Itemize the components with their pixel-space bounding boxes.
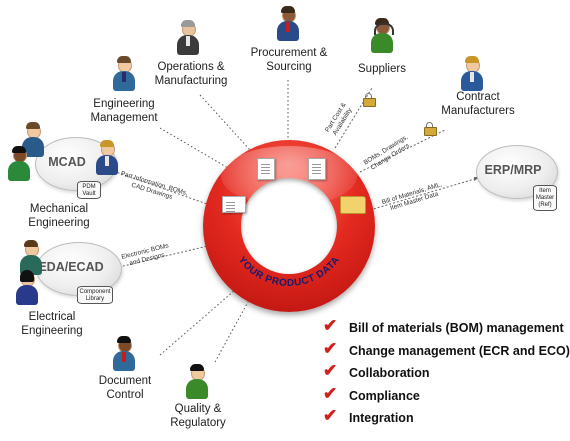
operations-label: Operations & Manufacturing [154,61,228,87]
checklist-item-label: Change management (ECR and ECO) [349,343,570,358]
checklist-item: ✔ Collaboration [323,361,570,388]
checklist-item: ✔ Compliance [323,383,570,411]
center-label-text: YOUR PRODUCT DATA [236,255,342,289]
person-icon [96,140,118,176]
flow-line-erp [369,177,479,211]
flow-line-mcad [109,169,211,206]
connector-document-control [159,289,236,356]
checklist-item-label: Collaboration [349,366,430,380]
document-icon [257,158,275,180]
component-library-icon: Component Library [77,286,113,304]
checklist-item-label: Bill of materials (BOM) management [349,321,564,335]
item-master-icon: Item Master (Ref) [533,185,557,211]
check-mark-icon: ✔ [323,361,338,380]
padlock-icon [363,93,376,107]
checklist-item: ✔ Bill of materials (BOM) management [323,316,570,343]
procurement-label: Procurement & Sourcing [250,47,328,73]
folder-icon [340,196,366,214]
person-icon [113,336,135,372]
pdm-vault-icon: PDM Vault [77,181,101,199]
connector-engineering-mgmt [159,127,229,169]
document-control-label: Document Control [98,375,152,401]
feature-checklist: ✔ Bill of materials (BOM) management ✔ Cha… [323,316,570,433]
flow-line-eda [114,244,213,269]
connector-operations [199,94,251,151]
quality-label: Quality & Regulatory [170,403,226,429]
eda-ecad-title: EDA/ECAD [38,260,104,274]
checklist-item-label: Integration [349,411,414,425]
contract-mfrs-label: Contract Manufacturers [441,91,515,117]
check-mark-icon: ✔ [323,316,338,335]
ring-center [241,178,337,274]
person-icon [461,56,483,92]
checklist-item-label: Compliance [349,388,420,403]
mcad-title: MCAD [48,155,86,169]
person-icon [277,6,299,42]
suppliers-label: Suppliers [358,63,406,75]
product-data-hub: YOUR PRODUCT DATA [203,140,375,312]
document-icon [308,158,326,180]
engineering-mgmt-label: Engineering Management [90,98,158,124]
check-mark-icon: ✔ [323,406,338,425]
person-icon [16,270,38,306]
check-mark-icon: ✔ [323,383,338,403]
electrical-label: Electrical Engineering [21,311,83,337]
person-icon [8,146,30,182]
checklist-item: ✔ Change management (ECR and ECO) [323,338,570,366]
connector-quality [214,301,249,363]
erp-mrp-title: ERP/MRP [484,163,542,177]
check-mark-icon: ✔ [323,338,338,358]
spreadsheet-icon [222,196,246,213]
person-icon [22,122,44,158]
checklist-item: ✔ Integration [323,406,570,433]
person-icon [371,18,394,54]
padlock-icon [424,122,437,136]
center-label: YOUR PRODUCT DATA [236,255,342,289]
person-icon [177,20,199,56]
mechanical-label: Mechanical Engineering [28,203,90,229]
person-icon [186,364,208,400]
svg-text:YOUR PRODUCT DATA: YOUR PRODUCT DATA [236,255,342,289]
person-icon [113,56,135,92]
